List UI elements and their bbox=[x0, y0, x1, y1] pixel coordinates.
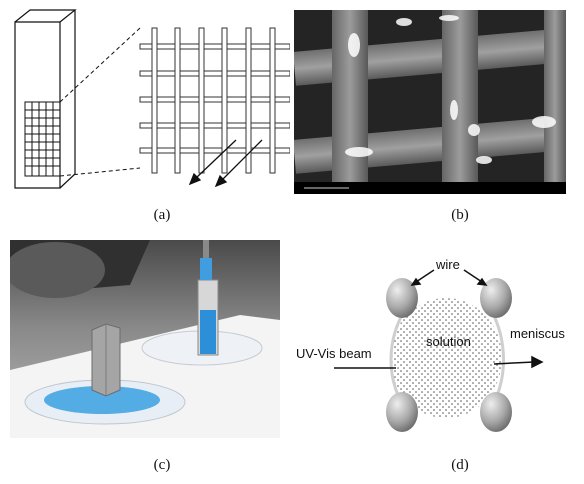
wire-solution-diagram: wire solution meniscus UV-Vis beam bbox=[296, 257, 565, 432]
sem-info-bar bbox=[294, 182, 566, 194]
label-meniscus: meniscus bbox=[510, 326, 565, 341]
label-solution: solution bbox=[426, 334, 471, 349]
caption-d: (d) bbox=[451, 457, 469, 473]
crystal-deposits bbox=[345, 15, 556, 164]
caption-b: (b) bbox=[451, 207, 469, 223]
cuvette-mesh bbox=[24, 101, 61, 177]
beam-arrows bbox=[188, 139, 263, 188]
solution-region bbox=[390, 298, 502, 418]
caption-a: (a) bbox=[153, 207, 171, 223]
panel-d-diagram: wire solution meniscus UV-Vis beam bbox=[294, 240, 584, 445]
sem-wires bbox=[294, 10, 566, 194]
label-wire: wire bbox=[435, 257, 460, 272]
panel-c-photo bbox=[10, 240, 280, 438]
wire-ball-top-left bbox=[386, 278, 418, 318]
wire-arrows bbox=[410, 269, 488, 286]
enlarged-mesh bbox=[139, 27, 290, 174]
cuvette-mesh-diagram bbox=[14, 9, 290, 189]
label-uv-vis-beam: UV-Vis beam bbox=[296, 346, 372, 361]
panel-b-sem-image bbox=[294, 10, 566, 194]
wire-ball-top-right bbox=[480, 278, 512, 318]
beam-arrow bbox=[334, 355, 544, 369]
caption-c: (c) bbox=[153, 457, 171, 473]
wire-ball-bottom-right bbox=[480, 392, 512, 432]
wire-ball-bottom-left bbox=[386, 392, 418, 432]
cuvette-outline bbox=[14, 9, 77, 189]
sem-micrograph bbox=[294, 10, 566, 194]
zoom-lines bbox=[59, 27, 141, 177]
setup-photo bbox=[10, 240, 280, 438]
panel-a-schematic bbox=[0, 0, 290, 205]
